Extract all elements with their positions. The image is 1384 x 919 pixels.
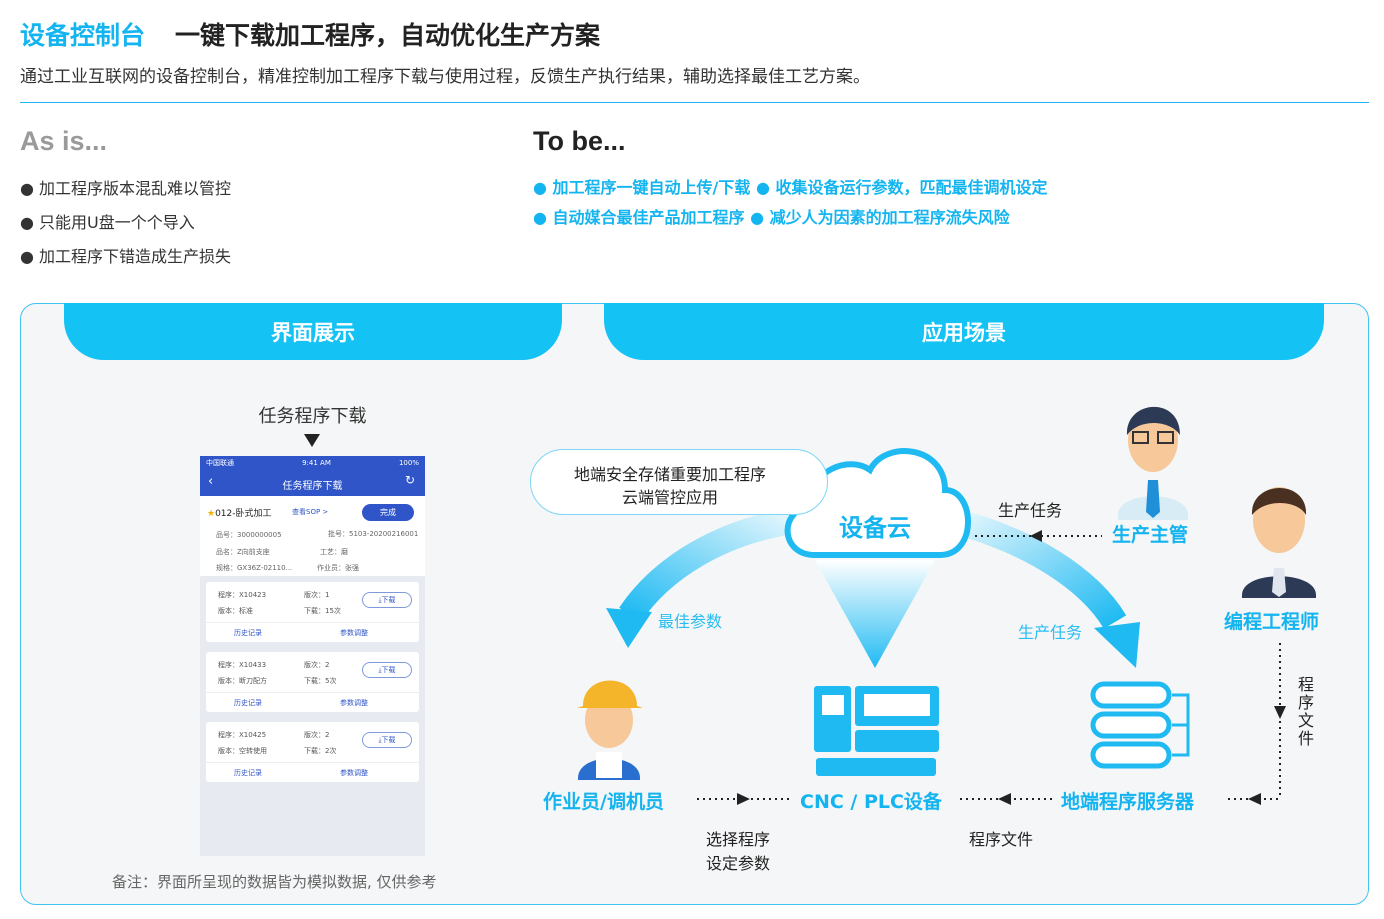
refresh-icon[interactable]: ↻ xyxy=(404,473,415,487)
best-params-label: 最佳参数 xyxy=(658,612,723,631)
download-icon: ⤓ xyxy=(378,595,382,604)
page-title: 一键下载加工程序，自动优化生产方案 xyxy=(175,21,601,50)
view-sop-link[interactable]: 查看SOP > xyxy=(292,508,329,516)
cloud-icon xyxy=(784,448,971,558)
battery-label: 100% xyxy=(398,458,419,467)
time-label: 9:41 AM xyxy=(302,458,331,467)
to-be-item: ● 加工程序一键自动上传/下载 ● 收集设备运行参数，匹配最佳调机设定 xyxy=(533,178,1048,197)
version-name: 版本：空转使用 xyxy=(218,747,267,755)
part-number: 品号：3000000005 xyxy=(216,531,282,539)
version-name: 版本：标准 xyxy=(218,607,253,615)
history-link[interactable]: 历史记录 xyxy=(234,699,262,707)
download-count: 下载：2次 xyxy=(304,747,337,755)
to-be-item: ● 自动媒合最佳产品加工程序 ● 减少人为因素的加工程序流失风险 xyxy=(533,208,1010,227)
page-subtitle: 通过工业互联网的设备控制台，精准控制加工程序下载与使用过程，反馈生产执行结果，辅… xyxy=(20,67,870,87)
arrow-to-server xyxy=(946,507,1140,668)
operator-label: 作业员/调机员 xyxy=(543,791,664,813)
production-task-label: 生产任务 xyxy=(998,501,1063,520)
as-is-item: ● 只能用U盘一个个导入 xyxy=(20,213,195,232)
set-params-label: 设定参数 xyxy=(706,854,771,873)
down-arrow-icon xyxy=(304,434,320,447)
header-divider xyxy=(20,102,1369,103)
params-link[interactable]: 参数调整 xyxy=(340,699,368,707)
down-arrowhead-icon xyxy=(1274,706,1286,719)
production-task-arrow-label: 生产任务 xyxy=(1018,623,1083,642)
download-count: 下载：15次 xyxy=(304,607,341,615)
arrow-to-cnc xyxy=(815,560,935,668)
process-value: 磨 xyxy=(341,548,348,556)
download-button[interactable]: ⤓下载 xyxy=(362,662,412,678)
to-be-title: To be... xyxy=(533,126,626,156)
tab-application-scenario: 应用场景 xyxy=(604,303,1324,360)
program-id: 程序：X10425 xyxy=(218,731,267,739)
cnc-plc-label: CNC / PLC设备 xyxy=(800,791,942,813)
storage-bubble xyxy=(530,449,828,515)
download-icon: ⤓ xyxy=(378,665,382,674)
batch-number: 批号：5103-20200216001 xyxy=(328,530,419,538)
production-manager-avatar xyxy=(1118,406,1188,520)
program-card: 程序：X10423 版次：1 版本：标准 下载：15次 ⤓下载 历史记录 参数调… xyxy=(206,582,419,642)
left-arrowhead-icon xyxy=(1030,530,1042,542)
page-title-accent: 设备控制台 xyxy=(20,21,146,50)
download-count: 下载：5次 xyxy=(304,677,337,685)
program-card: 程序：X10433 版次：2 版本：断刀配方 下载：5次 ⤓下载 历史记录 参数… xyxy=(206,652,419,712)
spec: 规格：GX36Z-02110... xyxy=(216,564,293,572)
program-file-label: 程序文件 xyxy=(969,830,1034,849)
server-stack-icon xyxy=(1090,681,1190,769)
program-file-vertical-label: 程序文件 xyxy=(1298,675,1315,748)
disclaimer-note: 备注：界面所呈现的数据皆为模拟数据, 仅供参考 xyxy=(112,873,437,891)
history-link[interactable]: 历史记录 xyxy=(234,629,262,637)
production-manager-label: 生产主管 xyxy=(1112,524,1189,546)
card-divider xyxy=(206,762,419,763)
params-link[interactable]: 参数调整 xyxy=(340,769,368,777)
bubble-line: 地端安全存储重要加工程序 xyxy=(573,465,766,484)
as-is-item: ● 加工程序版本混乱难以管控 xyxy=(20,179,232,198)
phone-screenshot: 中国联通 9:41 AM 100% ‹ 任务程序下载 ↻ ★012-卧式加工 查… xyxy=(200,456,425,856)
phone-nav-bar: ‹ 任务程序下载 ↻ xyxy=(200,469,425,496)
carrier-label: 中国联通 xyxy=(206,458,234,467)
task-name: 012-卧式加工 xyxy=(215,509,272,519)
download-icon: ⤓ xyxy=(378,735,382,744)
programming-engineer-avatar xyxy=(1242,487,1316,598)
equipment-cloud-label: 设备云 xyxy=(839,514,911,542)
programming-engineer-label: 编程工程师 xyxy=(1224,611,1320,633)
tab-interface-display: 界面展示 xyxy=(64,303,562,360)
version-number: 版次：2 xyxy=(304,661,330,669)
download-button[interactable]: ⤓下载 xyxy=(362,732,412,748)
done-button[interactable]: 完成 xyxy=(362,504,414,521)
version-number: 版次：1 xyxy=(304,591,330,599)
left-arrowhead-icon xyxy=(1248,793,1261,805)
phone-caption: 任务程序下载 xyxy=(258,406,367,427)
arrow-to-operator xyxy=(606,507,802,648)
task-card: ★012-卧式加工 查看SOP > 完成 品号：3000000005 批号：51… xyxy=(200,496,425,576)
star-icon: ★ xyxy=(207,509,216,519)
operator: 作业员：张强 xyxy=(317,564,359,572)
history-link[interactable]: 历史记录 xyxy=(234,769,262,777)
as-is-item: ● 加工程序下错造成生产损失 xyxy=(20,247,232,266)
program-card: 程序：X10425 版次：2 版本：空转使用 下载：2次 ⤓下载 历史记录 参数… xyxy=(206,722,419,782)
select-program-label: 选择程序 xyxy=(706,830,771,849)
version-name: 版本：断刀配方 xyxy=(218,677,267,685)
left-arrowhead-icon xyxy=(998,793,1011,805)
params-link[interactable]: 参数调整 xyxy=(340,629,368,637)
card-divider xyxy=(206,622,419,623)
phone-nav-title: 任务程序下载 xyxy=(282,481,343,492)
program-id: 程序：X10423 xyxy=(218,591,267,599)
right-arrowhead-icon xyxy=(737,793,750,805)
local-server-label: 地端程序服务器 xyxy=(1061,791,1195,813)
phone-status-bar: 中国联通 9:41 AM 100% xyxy=(200,456,425,469)
operator-avatar xyxy=(577,680,643,780)
process-label: 工艺： xyxy=(320,548,341,556)
back-icon[interactable]: ‹ xyxy=(208,474,214,489)
program-id: 程序：X10433 xyxy=(218,661,267,669)
download-button[interactable]: ⤓下载 xyxy=(362,592,412,608)
as-is-title: As is... xyxy=(20,126,108,156)
part-name: 品名：Z向前支座 xyxy=(216,548,270,556)
version-number: 版次：2 xyxy=(304,731,330,739)
cnc-machine-icon xyxy=(814,686,939,776)
bubble-line: 云端管控应用 xyxy=(621,488,718,507)
card-divider xyxy=(206,692,419,693)
